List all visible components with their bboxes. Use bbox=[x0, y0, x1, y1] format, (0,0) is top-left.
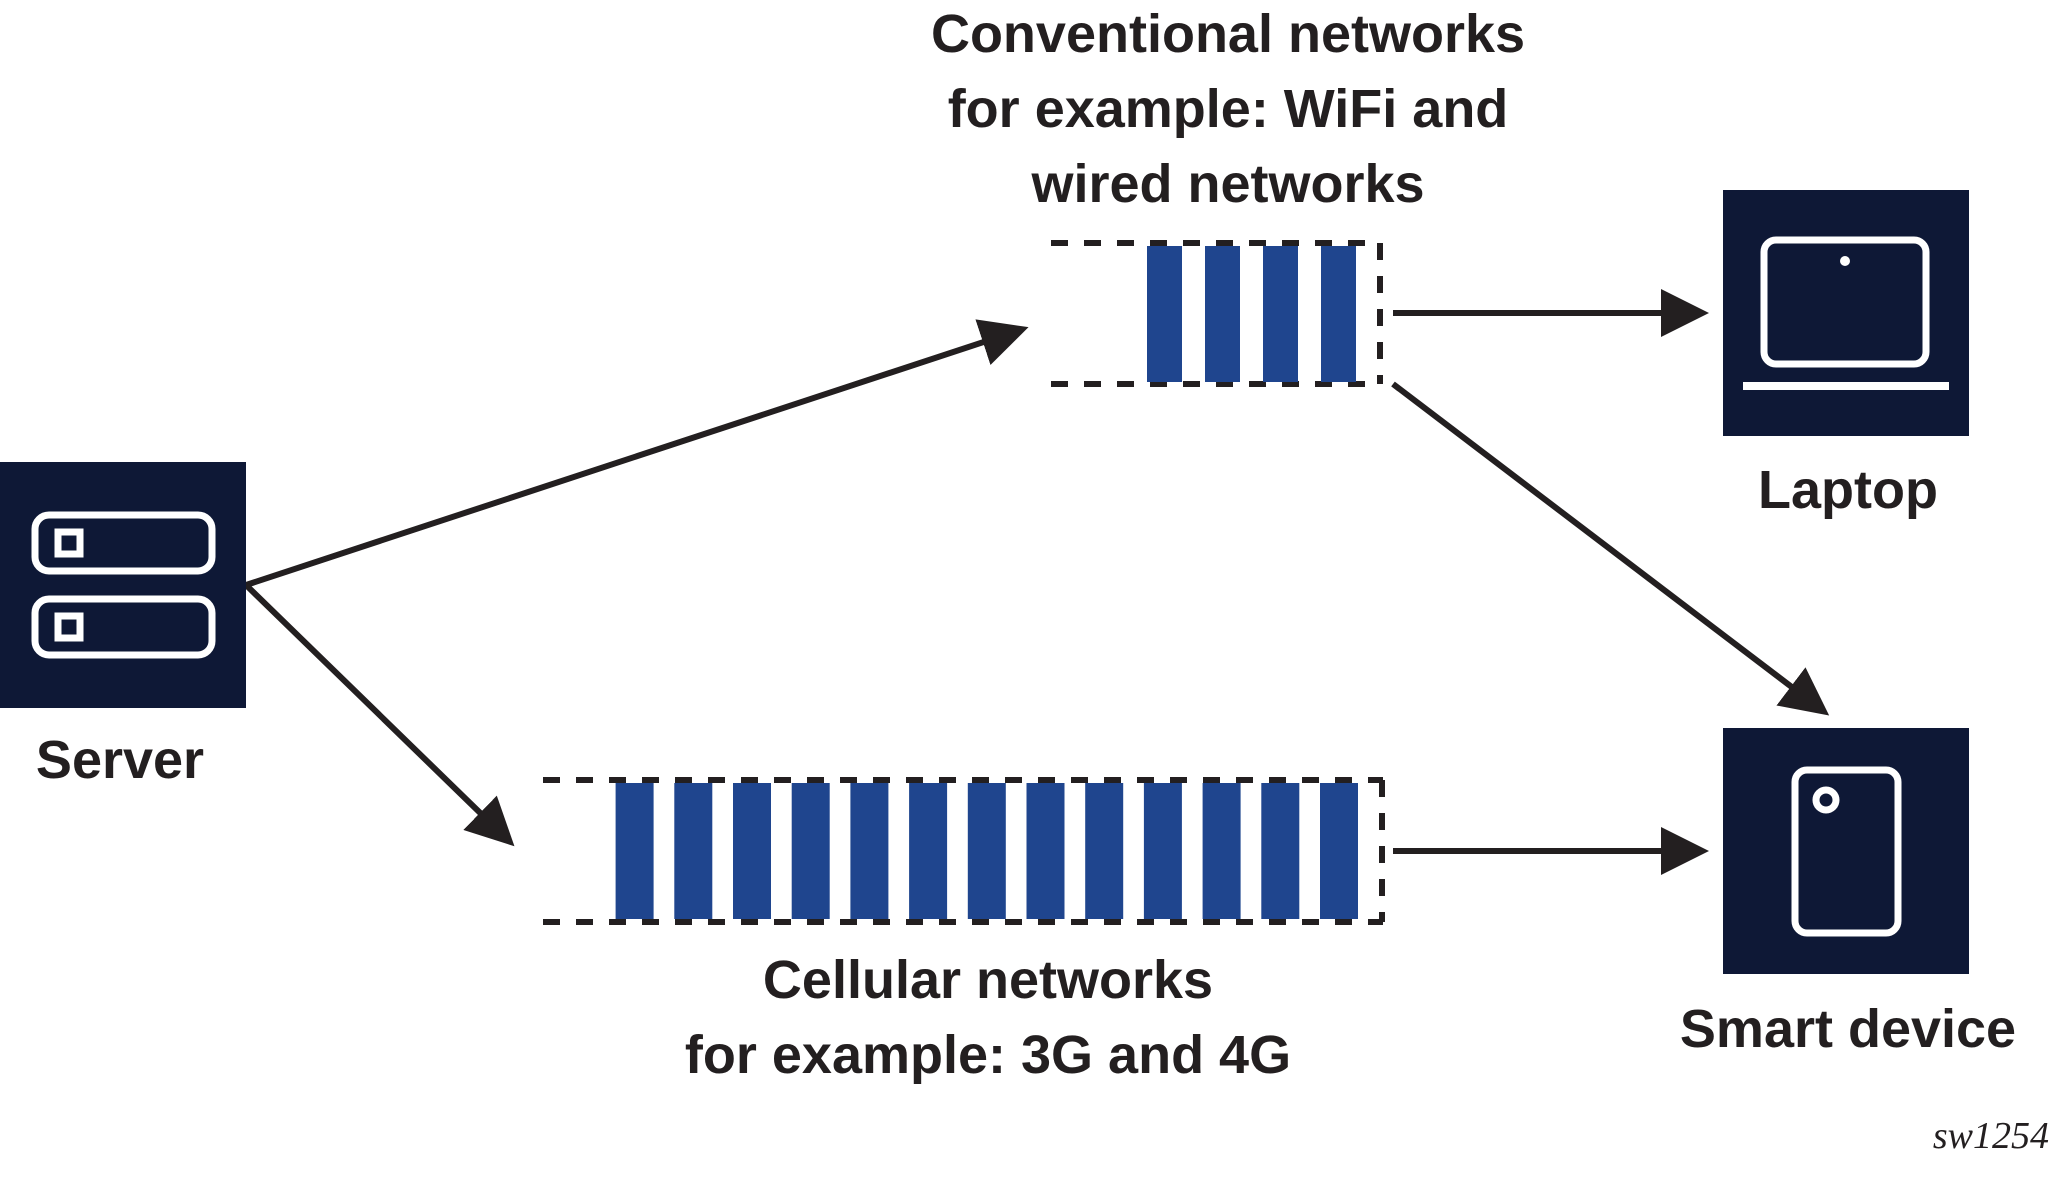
packet bbox=[1026, 783, 1065, 919]
packet bbox=[674, 783, 713, 919]
packet bbox=[791, 783, 830, 919]
packets bbox=[1147, 246, 1356, 382]
laptop-box bbox=[1723, 190, 1969, 436]
edge-server-to-conventional bbox=[245, 319, 1029, 588]
packet bbox=[1263, 246, 1298, 382]
smartphone-icon bbox=[1791, 766, 1902, 937]
edge-conventional-to-smart-device bbox=[1391, 381, 1830, 716]
packet bbox=[733, 783, 771, 919]
conventional-queue: Conventional networks for example: WiFi … bbox=[931, 4, 1525, 387]
laptop-node: Laptop bbox=[1723, 190, 1969, 520]
smart-device-node: Smart device bbox=[1680, 728, 2016, 1059]
packet bbox=[1320, 783, 1358, 919]
packet bbox=[1147, 246, 1182, 382]
smart-device-box bbox=[1723, 728, 1969, 974]
cellular-queue: Cellular networks for example: 3G and 4G bbox=[543, 777, 1385, 1085]
packet bbox=[909, 783, 948, 919]
laptop-label: Laptop bbox=[1758, 460, 1938, 520]
server-box bbox=[0, 462, 246, 708]
server-icon bbox=[31, 511, 216, 659]
smart-device-label: Smart device bbox=[1680, 999, 2016, 1059]
packet bbox=[615, 783, 654, 919]
packet bbox=[1321, 246, 1356, 382]
cellular-label-line-2: for example: 3G and 4G bbox=[685, 1025, 1291, 1085]
laptop-icon bbox=[1743, 236, 1949, 390]
packet bbox=[1261, 783, 1300, 919]
server-label: Server bbox=[36, 730, 204, 790]
packet bbox=[850, 783, 889, 919]
packet bbox=[967, 783, 1006, 919]
conventional-label-line-3: wired networks bbox=[1030, 154, 1424, 214]
packet bbox=[1202, 783, 1241, 919]
packet bbox=[1143, 783, 1182, 919]
packets bbox=[615, 783, 1358, 919]
cellular-label-line-1: Cellular networks bbox=[763, 950, 1213, 1010]
edges bbox=[243, 289, 1830, 875]
conventional-label-line-1: Conventional networks bbox=[931, 4, 1525, 64]
packet bbox=[1205, 246, 1240, 382]
edge-server-to-cellular bbox=[243, 582, 515, 847]
figure-id: sw1254 bbox=[1933, 1115, 2049, 1157]
server-node: Server bbox=[0, 462, 246, 790]
conventional-label-line-2: for example: WiFi and bbox=[948, 79, 1509, 139]
packet bbox=[1085, 783, 1124, 919]
